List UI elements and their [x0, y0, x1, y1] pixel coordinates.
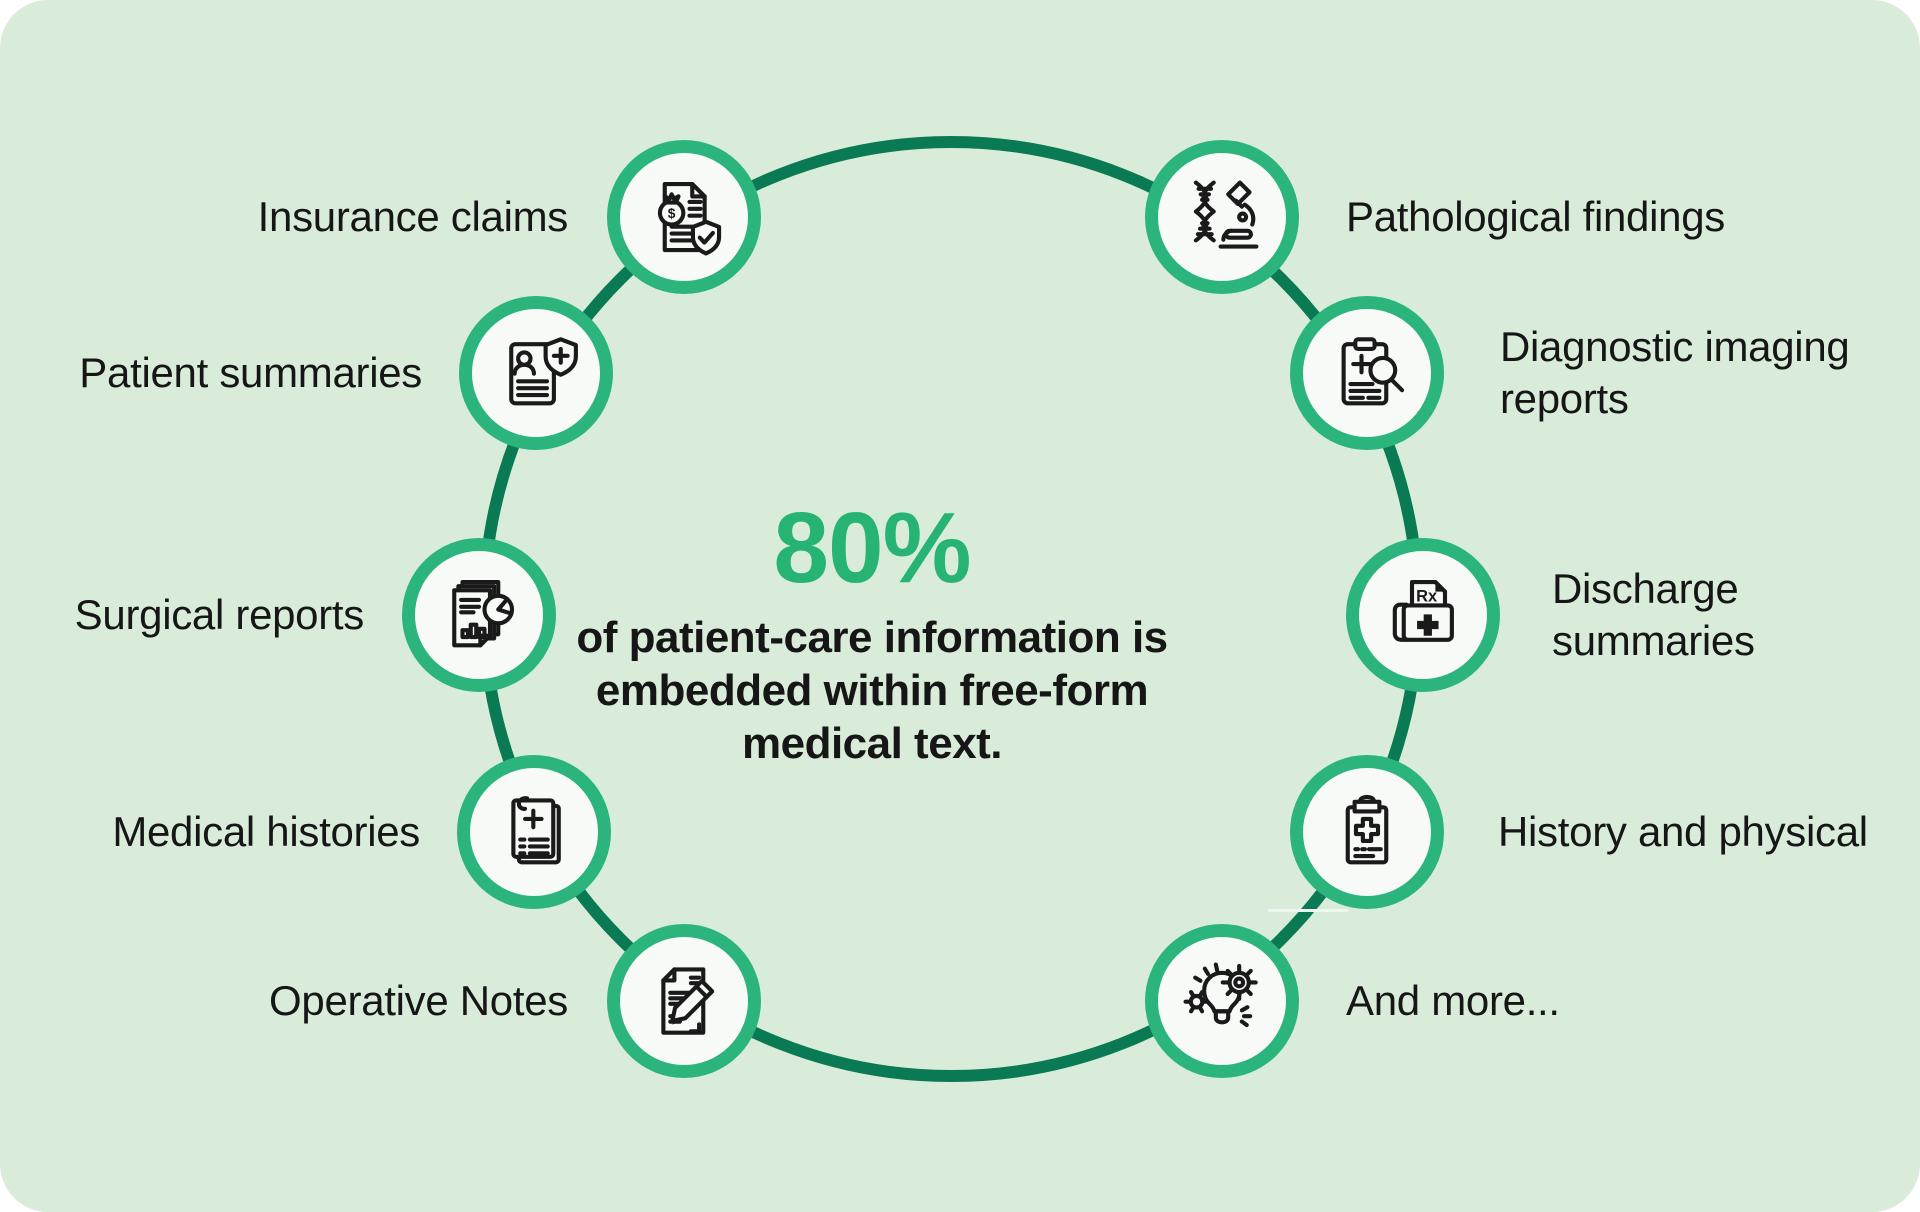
stat-value: 80%: [773, 492, 971, 604]
badge-diagnostic-imaging-reports: [1290, 296, 1444, 450]
label-operative-notes: Operative Notes: [269, 976, 568, 1024]
stat-description-line: of patient-care information is: [576, 613, 1168, 662]
svg-text:$: $: [668, 206, 676, 221]
badge-surgical-reports: [402, 538, 556, 692]
badge-patient-summaries: [459, 296, 613, 450]
badge-operative-notes: [607, 924, 761, 1078]
label-diagnostic-imaging-reports: Diagnostic imaging reports: [1500, 322, 1850, 422]
medical-histories-icon: [511, 796, 561, 865]
history-and-physical-icon: [1345, 794, 1389, 865]
diagnostic-imaging-reports-icon: [1341, 337, 1405, 406]
discharge-summaries-icon: Rx: [1392, 579, 1454, 642]
label-patient-summaries: Patient summaries: [79, 348, 422, 396]
and-more-icon: [1183, 962, 1258, 1028]
label-surgical-reports: Surgical reports: [74, 590, 365, 638]
label-insurance-claims: Insurance claims: [257, 192, 569, 240]
label-medical-histories: Medical histories: [112, 807, 420, 855]
stat-description-line: embedded within free-form: [595, 665, 1149, 715]
center-stat-block: 80% of patient-care information is embed…: [562, 498, 1182, 770]
insurance-claims-icon: $: [657, 181, 722, 256]
patient-summaries-icon: [509, 337, 578, 406]
stat-description-line: medical text.: [741, 718, 1003, 768]
badge-insurance-claims: $: [607, 140, 761, 294]
svg-text:Rx: Rx: [1416, 587, 1438, 605]
badge-pathological-findings: [1145, 140, 1299, 294]
label-pathological-findings: Pathological findings: [1346, 192, 1725, 240]
surgical-reports-icon: [452, 579, 515, 648]
label-and-more: And more...: [1346, 976, 1560, 1024]
label-history-and-physical: History and physical: [1498, 807, 1868, 855]
label-discharge-summaries: Discharge summaries: [1552, 564, 1755, 664]
badge-medical-histories: [457, 755, 611, 909]
badge-discharge-summaries: Rx: [1346, 538, 1500, 692]
operative-notes-icon: [661, 967, 715, 1035]
pathological-findings-icon: [1193, 180, 1259, 249]
artifact-line: [1268, 909, 1348, 912]
badge-and-more: [1145, 924, 1299, 1078]
badge-history-and-physical: [1290, 755, 1444, 909]
